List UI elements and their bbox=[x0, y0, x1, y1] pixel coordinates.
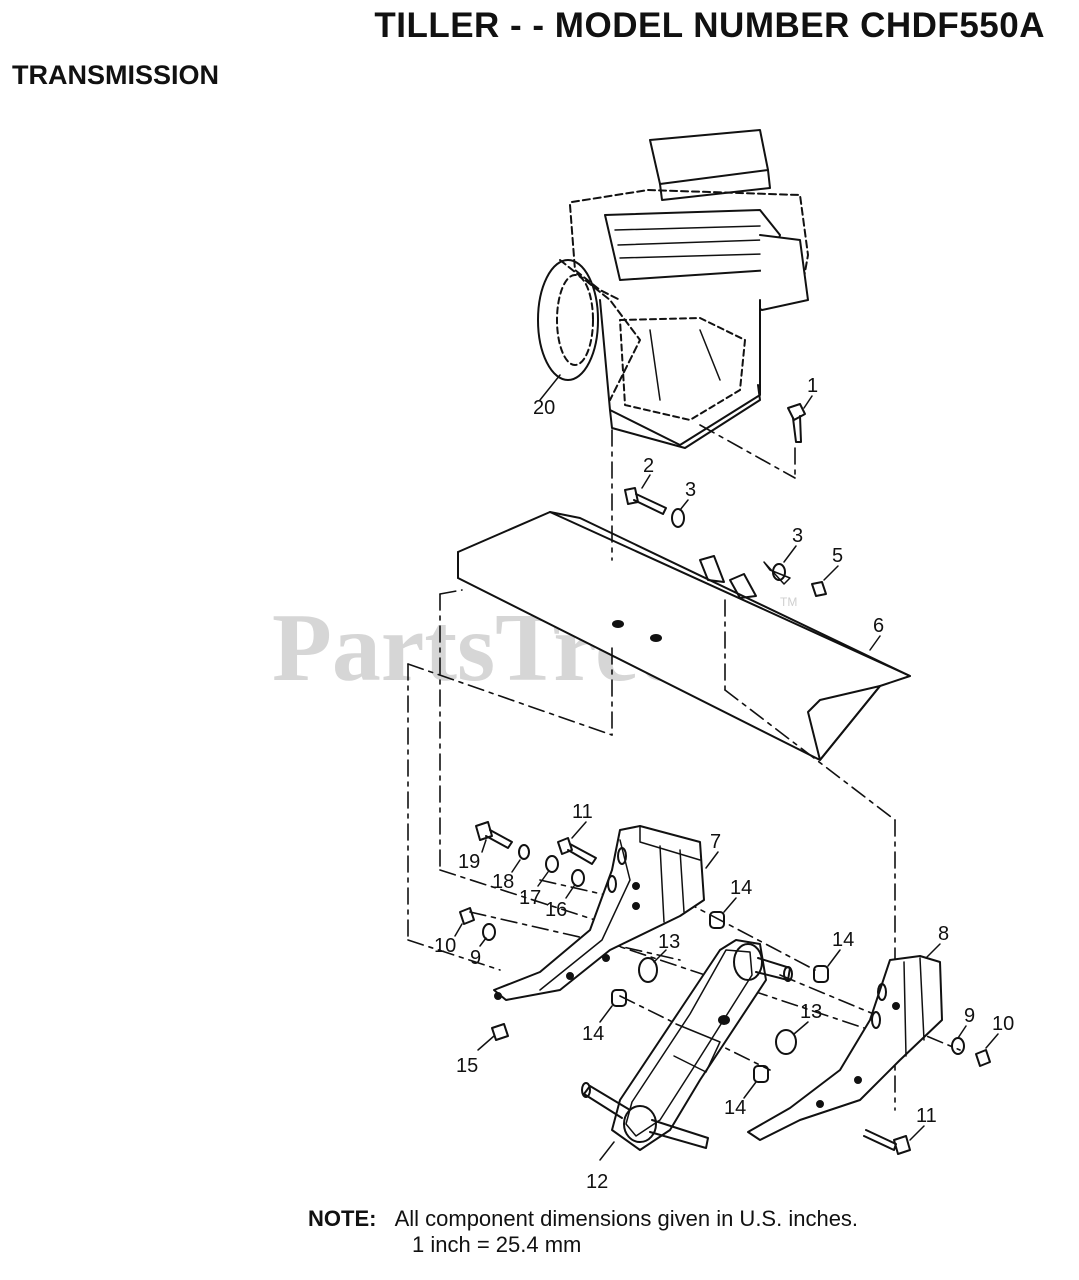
spacer-part-14b bbox=[611, 989, 627, 1007]
callout-14d: 14 bbox=[724, 1097, 746, 1119]
callout-7: 7 bbox=[710, 831, 721, 853]
bolt-part-11b bbox=[863, 1129, 911, 1155]
callout-11a: 11 bbox=[572, 801, 593, 823]
bolt-part-11a bbox=[557, 837, 597, 865]
callout-14c: 14 bbox=[832, 929, 854, 951]
callout-8: 8 bbox=[938, 923, 949, 945]
callout-15: 15 bbox=[456, 1055, 478, 1077]
shield-part-6 bbox=[457, 511, 911, 761]
spacer-part-14a bbox=[709, 911, 725, 929]
section-title: TRANSMISSION bbox=[12, 60, 220, 90]
washer-part-18 bbox=[518, 844, 530, 860]
washer-part-17 bbox=[545, 855, 559, 873]
callout-18: 18 bbox=[492, 871, 514, 893]
dimension-note: NOTE: All component dimensions given in … bbox=[308, 1206, 859, 1257]
callout-6: 6 bbox=[873, 615, 884, 637]
nut-part-5 bbox=[811, 581, 827, 597]
callout-13b: 13 bbox=[800, 1001, 822, 1023]
callout-12: 12 bbox=[586, 1171, 608, 1193]
callout-3a: 3 bbox=[685, 479, 696, 501]
spacer-part-14c bbox=[813, 965, 829, 983]
callout-20: 20 bbox=[533, 397, 555, 419]
callout-17: 17 bbox=[519, 887, 541, 909]
washer-part-3b bbox=[772, 563, 786, 581]
chain-case-part-12 bbox=[581, 939, 793, 1161]
washer-part-9b bbox=[951, 1037, 965, 1055]
bolt-part-2 bbox=[624, 474, 667, 515]
bolt-part-1 bbox=[787, 395, 813, 443]
callout-13a: 13 bbox=[658, 931, 680, 953]
callout-2: 2 bbox=[643, 455, 654, 477]
bracket-part-7 bbox=[493, 825, 705, 1001]
exploded-parts-diagram: PartsTree TM bbox=[272, 129, 1014, 1193]
callout-14a: 14 bbox=[730, 877, 752, 899]
note-label: NOTE: bbox=[308, 1206, 377, 1231]
callout-10b: 10 bbox=[992, 1013, 1014, 1035]
page-title: TILLER - - MODEL NUMBER CHDF550A bbox=[374, 6, 1045, 45]
bracket-part-8 bbox=[747, 955, 943, 1141]
callout-5: 5 bbox=[832, 545, 843, 567]
washer-part-13b bbox=[775, 1029, 797, 1055]
watermark-tm: TM bbox=[780, 595, 797, 609]
washer-part-3a bbox=[671, 508, 685, 528]
engine-drawing bbox=[537, 129, 809, 449]
note-line-1: All component dimensions given in U.S. i… bbox=[394, 1206, 859, 1231]
callout-9b: 9 bbox=[964, 1005, 975, 1027]
spacer-part-14d bbox=[753, 1065, 769, 1083]
callout-1: 1 bbox=[807, 375, 818, 397]
washer-part-16 bbox=[571, 869, 585, 887]
nut-part-10a bbox=[459, 907, 475, 925]
bolt-part-19 bbox=[475, 821, 513, 849]
note-line-2: 1 inch = 25.4 mm bbox=[412, 1232, 582, 1257]
callout-19: 19 bbox=[458, 851, 480, 873]
callout-3b: 3 bbox=[792, 525, 803, 547]
washer-part-13a bbox=[638, 957, 658, 983]
washer-part-9a bbox=[482, 923, 496, 941]
callout-9a: 9 bbox=[470, 947, 481, 969]
nut-part-15 bbox=[491, 1023, 509, 1041]
callout-10a: 10 bbox=[434, 935, 456, 957]
callout-16: 16 bbox=[545, 899, 567, 921]
callout-14b: 14 bbox=[582, 1023, 604, 1045]
nut-part-10b bbox=[975, 1049, 991, 1067]
callout-11b: 11 bbox=[916, 1105, 937, 1127]
